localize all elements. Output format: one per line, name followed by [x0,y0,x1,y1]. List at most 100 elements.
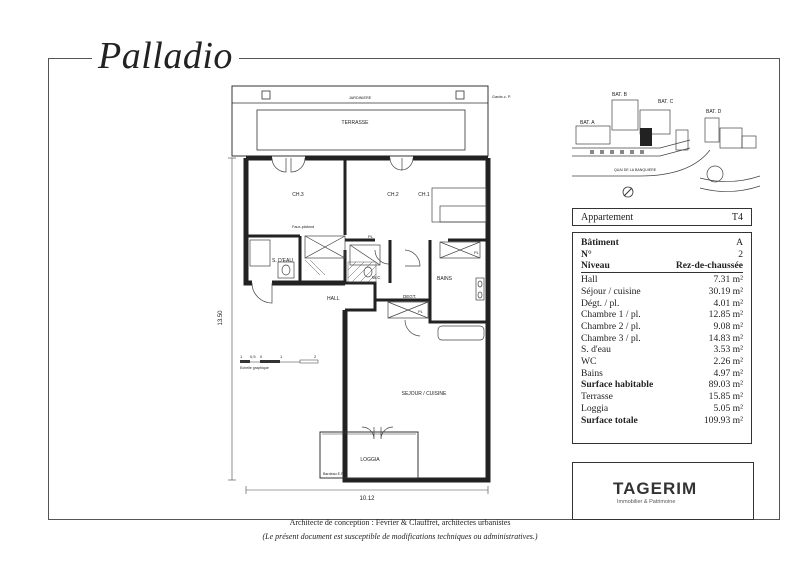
detail-label: Surface totale [581,414,638,426]
area-row: Chambre 3 / pl.14.83 m² [581,333,743,345]
details-table: Bâtiment A N° 2 Niveau Rez-de-chaussée H… [572,232,752,444]
area-row: S. d'eau 3.53 m² [581,344,743,356]
area-value: 30.19 m² [708,285,743,297]
quai-label: QUAI DE LA BANQUIERE [614,168,657,172]
detail-label: N° [581,248,592,260]
architect-credit: Architecte de conception : Février & Cla… [289,518,511,527]
detail-label: Bâtiment [581,237,619,248]
garde-corps-label: Garde-c. P. [492,95,511,99]
page-frame [48,58,780,520]
room-label-sdeau: S. D'EAU [272,258,293,264]
detail-value: 2 [738,248,743,260]
site-map: BAT. A BAT. B BAT. C BAT. D QUAI DE LA B… [572,92,761,198]
scale-bar: 1 0,5 0 1 2 Echelle graphique [240,354,319,370]
room-label-sejour: SEJOUR / CUISINE [402,391,447,397]
faux-plafond-label: Faux-plafond [292,225,314,229]
room-label-bains: BAINS [437,276,453,282]
detail-value: 15.85 m² [708,391,743,403]
detail-row-surface-habitable: Surface habitable 89.03 m² [581,379,743,391]
detail-value: 109.93 m² [703,414,743,426]
fixtures [249,187,487,341]
hatched-area [304,259,377,283]
area-value: 3.53 m² [713,344,743,356]
area-value: 4.97 m² [713,367,743,379]
scale-tick: 1 [240,354,243,359]
detail-value: Rez-de-chaussée [675,260,743,272]
detail-value: 89.03 m² [708,379,743,391]
jardiniere-label: JARDINIERE [349,96,372,100]
area-row: Hall 7.31 m² [581,274,743,286]
area-label: Hall [581,274,598,286]
company-logo: TAGERIM [613,479,698,498]
detail-value: 5.05 m² [713,402,743,414]
room-label-ch2: CH.2 [387,192,399,198]
apartment-header: Appartement T4 [572,208,752,226]
page-title: Palladio [92,34,239,78]
area-value: 12.85 m² [708,309,743,321]
compass-icon [622,186,634,198]
area-value: 7.31 m² [713,274,743,286]
room-label-ch1: CH.1 [418,192,430,198]
bat-c-label: BAT. C [658,99,674,105]
area-list: Hall 7.31 m² Séjour / cuisine 30.19 m² Dég… [581,274,743,379]
area-row: Chambre 2 / pl. 9.08 m² [581,321,743,333]
dimension-lines [228,157,489,494]
room-label-degt: DEGT. [403,294,416,299]
depth-dimension: 13.50 [218,310,224,326]
door-swings [251,157,421,440]
apartment-label: Appartement [581,211,634,223]
room-label-ch3: CH.3 [292,192,304,198]
area-row: Bains 4.97 m² [581,368,743,380]
area-label: WC [581,356,597,368]
pl-label: PL [474,250,480,255]
detail-row-surface-totale: Surface totale 109.93 m² [581,415,743,427]
area-value: 4.01 m² [713,297,743,309]
detail-label: Niveau [581,260,610,272]
area-label: Chambre 2 / pl. [581,320,641,332]
logo-box: TAGERIM Immobilier & Patrimoine [572,462,754,520]
room-label-hall: HALL [327,296,340,302]
bat-d-label: BAT. D [706,109,722,115]
scale-label: Echelle graphique [240,366,269,370]
detail-label: Loggia [581,402,609,414]
bat-b-label: BAT. B [612,92,628,98]
area-value: 9.08 m² [713,320,743,332]
area-label: Dégt. / pl. [581,297,620,309]
pl-label: PL [418,309,424,314]
detail-label: Surface habitable [581,379,654,391]
area-label: Chambre 1 / pl. [581,309,641,321]
detail-row-numero: N° 2 [581,249,743,261]
detail-row-niveau: Niveau Rez-de-chaussée [581,260,743,274]
planter-box [455,90,465,100]
detail-row-terrasse: Terrasse 15.85 m² [581,391,743,403]
scale-tick: 0,5 [250,354,256,359]
detail-value: A [736,237,743,248]
room-label-wc: W.C [372,275,381,280]
pl-label: PL [368,234,374,239]
terrace-inner [256,109,466,151]
room-label-loggia: LOGGIA [360,457,380,463]
detail-row-loggia: Loggia 5.05 m² [581,403,743,415]
exterior-walls [243,155,491,483]
area-label: Chambre 3 / pl. [581,332,641,344]
apartment-type: T4 [731,211,743,223]
disclaimer: (Le présent document est susceptible de … [262,532,538,541]
bat-a-label: BAT. A [580,120,595,126]
area-row: Chambre 1 / pl. 12.85 m² [581,309,743,321]
bardeau-label: Bardeau E.P. [323,472,344,476]
area-label: Bains [581,367,603,379]
area-label: Séjour / cuisine [581,285,641,297]
scale-tick: 0 [260,354,263,359]
planter-box [261,90,271,100]
loggia-outline [319,431,419,479]
area-value: 2.26 m² [713,356,743,368]
detail-row-batiment: Bâtiment A [581,237,743,249]
area-label: S. d'eau [581,344,611,356]
interior-walls [248,158,488,324]
area-row: Dégt. / pl. 4.01 m² [581,298,743,310]
scale-tick: 2 [314,354,317,359]
area-row: Séjour / cuisine 30.19 m² [581,286,743,298]
detail-label: Terrasse [581,391,613,403]
area-row: WC 2.26 m² [581,356,743,368]
